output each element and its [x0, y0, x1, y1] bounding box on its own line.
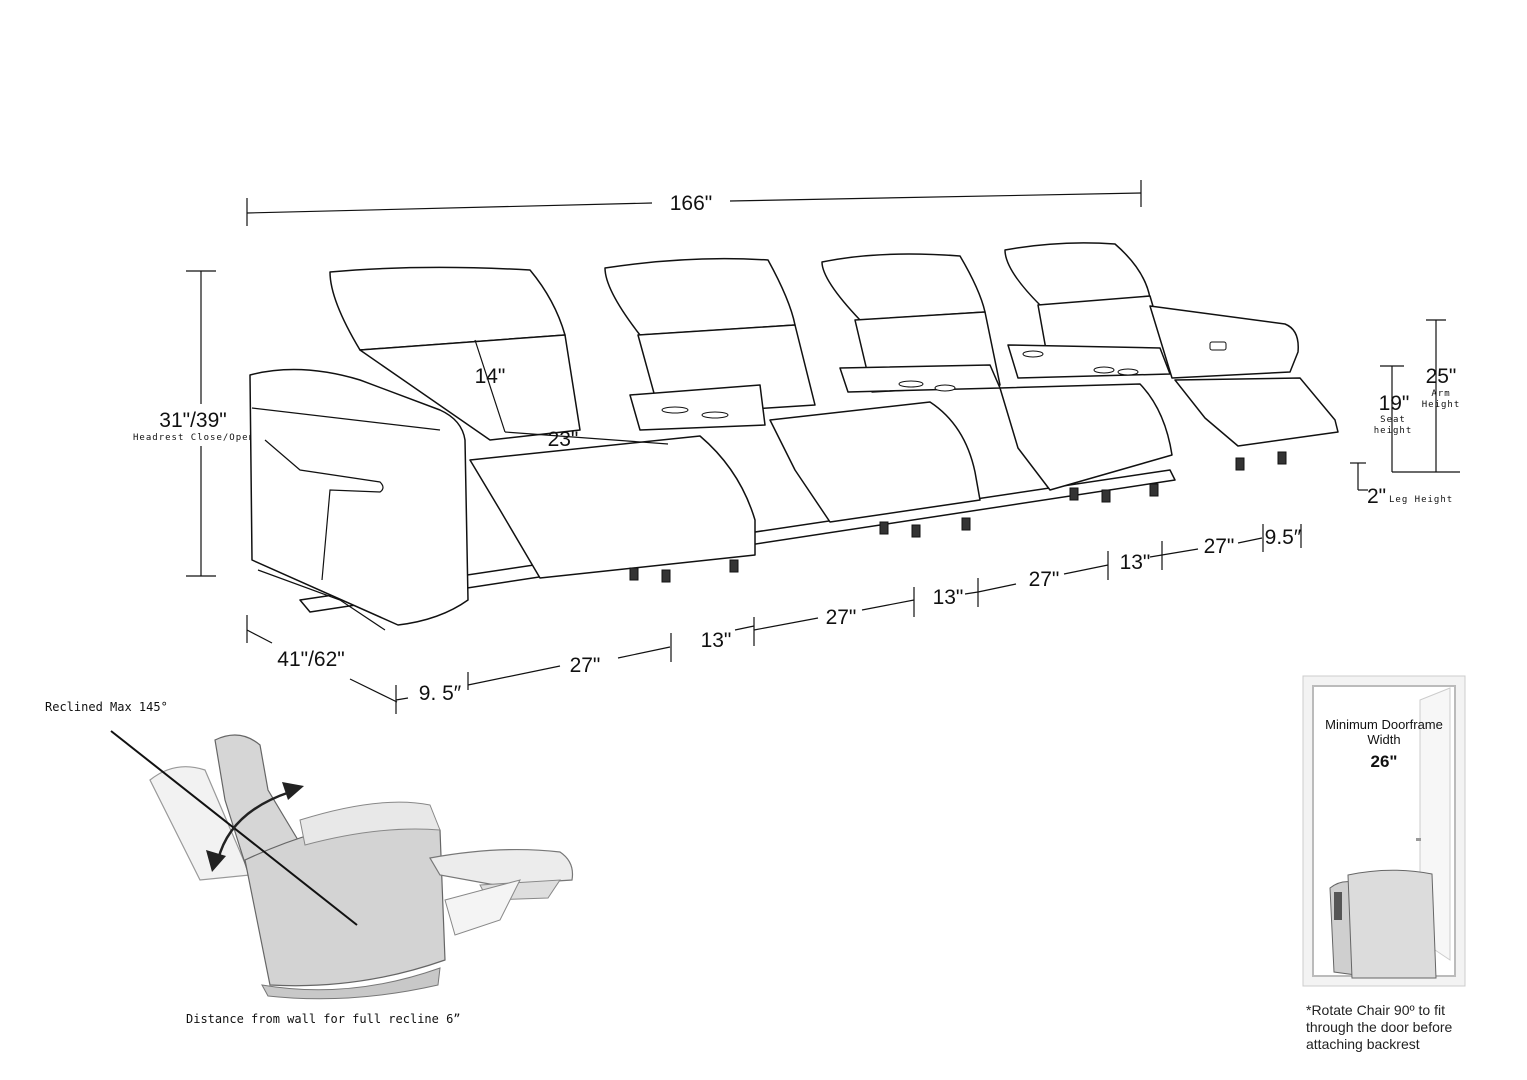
doorframe-width-label: 26" [1371, 752, 1398, 771]
doorframe-note-line2: through the door before [1306, 1019, 1453, 1035]
arm-height-caption-2: Height [1422, 400, 1461, 410]
seat-height-caption-2: height [1374, 426, 1413, 436]
doorframe-note-line1: *Rotate Chair 90º to fit [1306, 1002, 1445, 1018]
height-dimension: 31"/39" Headrest Close/Open [133, 270, 255, 577]
depth-dimension: 41"/62" [246, 615, 398, 714]
seat-height-label: 19" [1379, 392, 1410, 415]
front-segment: 27" [1029, 568, 1060, 591]
doorframe-note: *Rotate Chair 90º to fit through the doo… [1306, 1002, 1506, 1053]
doorframe-illustration: Minimum Doorframe Width 26" [1302, 675, 1466, 987]
front-segments: 9. 5″ 27" 13" 27" 13" 27" 13" 27" [395, 524, 1302, 705]
total-length-dimension: 166" [246, 180, 1142, 226]
seat-depth-label: 23" [548, 428, 579, 451]
seat-height-caption-1: Seat [1380, 415, 1406, 425]
depth-label: 41"/62" [277, 648, 344, 671]
front-segment: 13" [701, 629, 732, 652]
front-segment: 27" [826, 606, 857, 629]
doorframe-title-line1: Minimum Doorframe [1325, 717, 1443, 732]
front-segment: 13" [933, 586, 964, 609]
arm-height-caption-1: Arm [1431, 389, 1450, 399]
usb-port-icon [1209, 341, 1227, 351]
arm-height-label: 25" [1426, 365, 1457, 388]
front-segment: 27" [1204, 535, 1235, 558]
front-segment: 9.5″ [1265, 526, 1302, 549]
recline-illustration: Reclined Max 145° Distance from wall for… [45, 700, 574, 1026]
leg-height-label: 2" [1367, 485, 1386, 508]
headrest-dimension: 14" [474, 339, 506, 433]
seat-depth-dimension: 23" [504, 428, 669, 451]
total-length-label: 166" [670, 192, 713, 215]
height-details: 19" Seat height 25" Arm Height 2" Leg He… [1350, 319, 1461, 508]
doorframe-title-line2: Width [1367, 732, 1400, 747]
headrest-label: 14" [475, 365, 506, 388]
wall-distance-label: Distance from wall for full recline 6” [186, 1012, 461, 1026]
front-segment: 13" [1120, 551, 1151, 574]
recline-max-label: Reclined Max 145° [45, 700, 168, 714]
sofa-drawing [249, 242, 1339, 631]
doorframe-note-line3: attaching backrest [1306, 1036, 1420, 1052]
height-label: 31"/39" [159, 409, 226, 432]
height-caption: Headrest Close/Open [133, 433, 255, 443]
leg-height-caption: Leg Height [1389, 495, 1453, 505]
front-segment: 9. 5″ [419, 682, 462, 705]
front-segment: 27" [570, 654, 601, 677]
